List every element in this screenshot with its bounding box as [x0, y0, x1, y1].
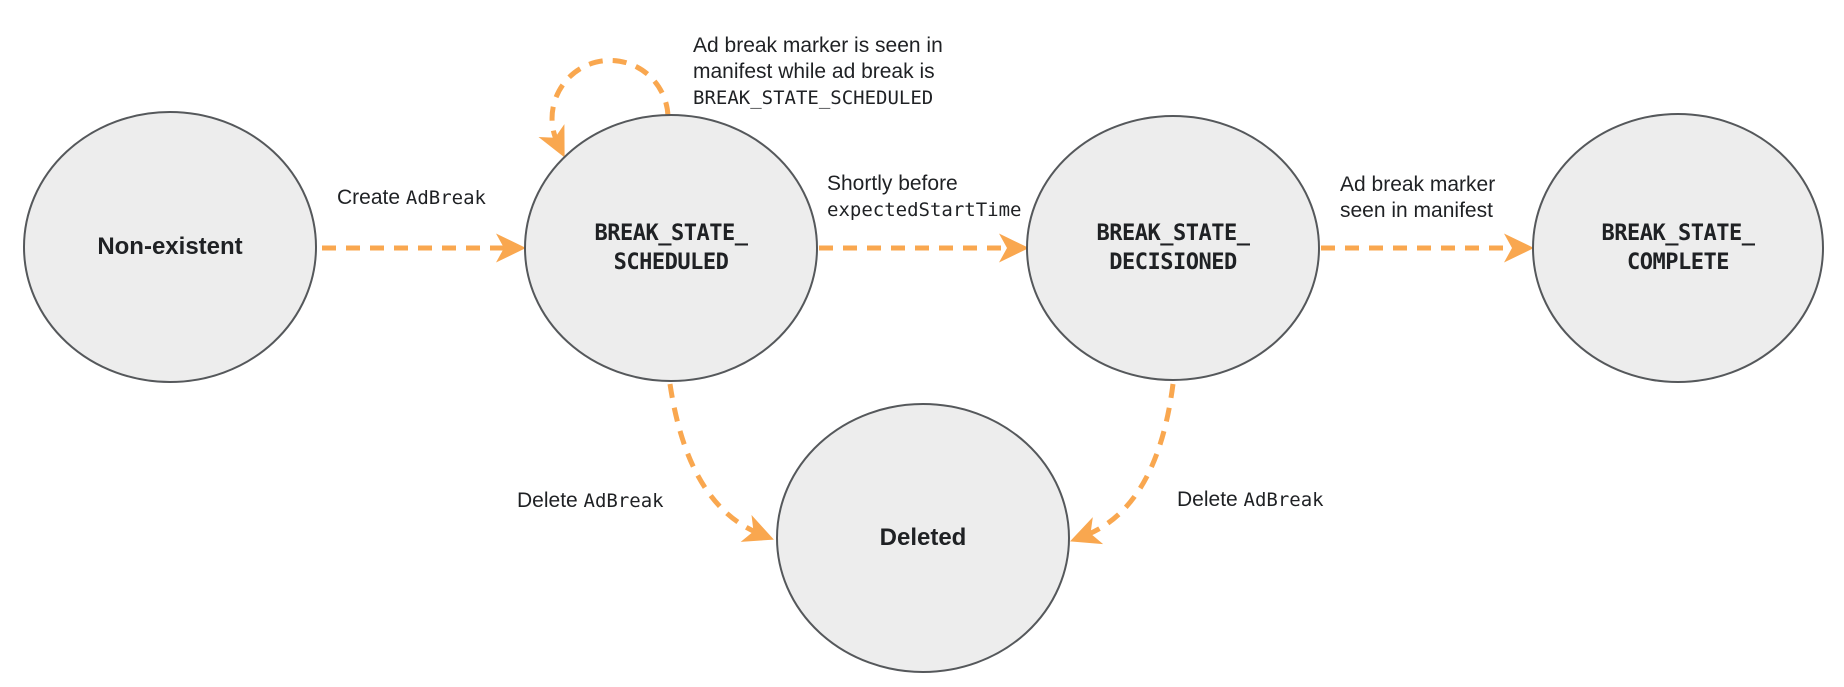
decisioned-to-deleted-arrow [1069, 383, 1176, 545]
state-node-break-state-complete [1532, 113, 1824, 383]
state-node-non-existent [23, 111, 317, 383]
state-node-break-state-scheduled [524, 114, 818, 382]
scheduled-self-loop-arrow [538, 57, 671, 158]
state-node-break-state-decisioned [1026, 115, 1320, 381]
state-node-deleted [776, 403, 1070, 673]
scheduled-to-deleted-arrow [667, 383, 774, 542]
